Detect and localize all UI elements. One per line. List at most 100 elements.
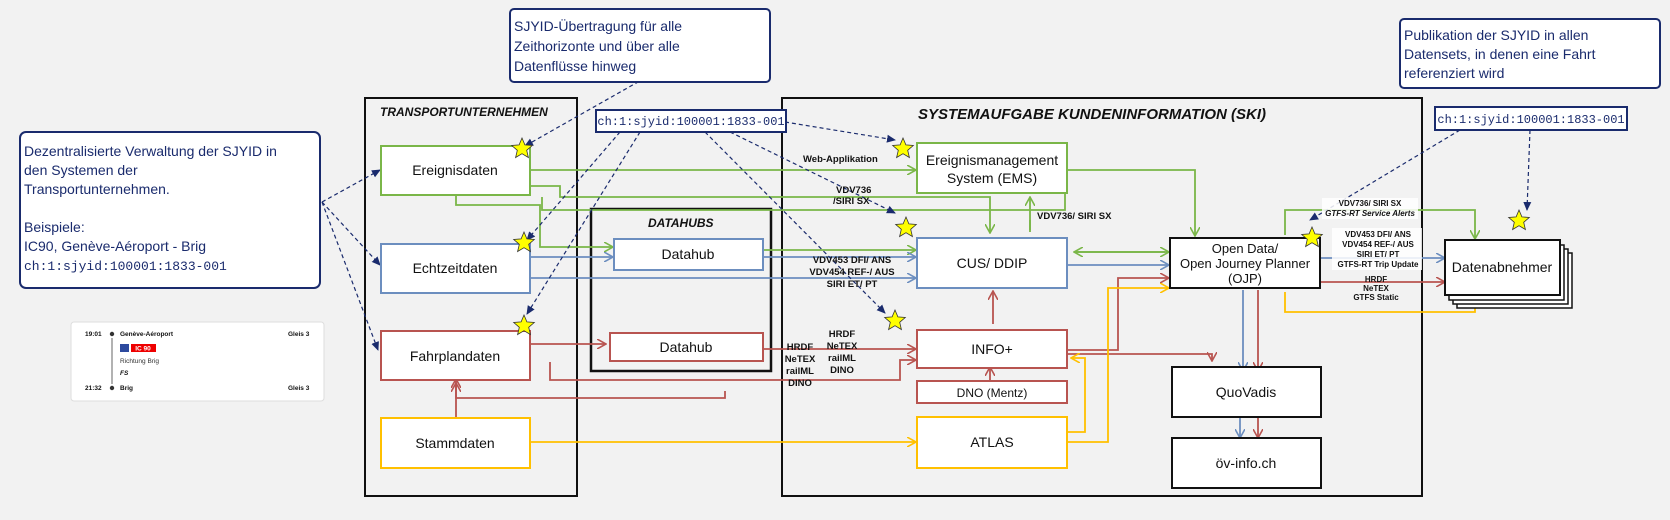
edges-green	[455, 168, 1475, 252]
star-icon	[1507, 208, 1531, 231]
svg-text:SJYID-Übertragung für alle: SJYID-Übertragung für alle	[514, 17, 682, 34]
edge-label-web-app: Web-Applikation	[803, 154, 878, 165]
node-fahrplandaten[interactable]: Fahrplandaten	[380, 330, 531, 381]
star-icon	[883, 308, 907, 331]
edges-dashed	[321, 77, 1532, 351]
svg-text:ch:1:sjyid:100001:1833-001: ch:1:sjyid:100001:1833-001	[1437, 113, 1624, 127]
edge-label-vdv736-a1: VDV736	[836, 185, 871, 196]
datahubs-group	[589, 207, 773, 373]
line-badge	[131, 344, 156, 352]
svg-text:Datensets, in denen eine Fahrt: Datensets, in denen eine Fahrt	[1404, 46, 1596, 62]
node-dno[interactable]: DNO (Mentz)	[916, 380, 1068, 404]
node-echtzeitdaten-label: Echtzeitdaten	[413, 260, 498, 276]
svg-text:HRDF: HRDF	[829, 329, 856, 340]
svg-text:GTFS-RT Service Alerts: GTFS-RT Service Alerts	[1325, 209, 1415, 218]
svg-text:SIRI ET/ PT: SIRI ET/ PT	[1357, 250, 1400, 259]
edge-label-out-sx: VDV736/ SIRI SX GTFS-RT Service Alerts	[1322, 198, 1418, 219]
node-fahrplandaten-label: Fahrplandaten	[410, 348, 500, 364]
node-datenabnehmer[interactable]: Datenabnehmer	[1444, 239, 1573, 309]
node-cus[interactable]: CUS/ DDIP	[916, 237, 1068, 289]
node-quovadis-label: QuoVadis	[1216, 384, 1276, 400]
node-cus-label: CUS/ DDIP	[957, 255, 1028, 271]
card-arr-station: Brig	[120, 385, 133, 392]
node-ojp-line1: Open Data/	[1212, 241, 1279, 256]
svg-text:NeTEX: NeTEX	[1363, 284, 1389, 293]
svg-text:ch:1:sjyid:100001:1833-001: ch:1:sjyid:100001:1833-001	[24, 259, 227, 274]
edges-red	[456, 278, 1444, 437]
svg-text:IC 90: IC 90	[135, 346, 151, 353]
node-info[interactable]: INFO+	[916, 329, 1068, 369]
note-left: Dezentralisierte Verwaltung der SJYID in…	[19, 131, 321, 289]
star-icon	[1300, 225, 1324, 248]
node-datahub-top[interactable]: Datahub	[613, 238, 764, 271]
train-icon	[120, 344, 129, 352]
svg-text:Publikation der SJYID in allen: Publikation der SJYID in allen	[1404, 27, 1588, 43]
card-arr-platform: Gleis 3	[288, 385, 310, 392]
svg-text:VDV736/ SIRI SX: VDV736/ SIRI SX	[1339, 199, 1402, 208]
svg-text:GTFS-RT Trip Update: GTFS-RT Trip Update	[1338, 260, 1419, 269]
node-ems[interactable]: Ereignismanagement System (EMS)	[916, 142, 1068, 194]
node-oev-info[interactable]: öv-info.ch	[1171, 437, 1322, 489]
datahubs-group-title: DATAHUBS	[648, 216, 714, 230]
edge-label-vdv453-3: SIRI ET/ PT	[827, 279, 878, 290]
svg-text:Zeithorizonte und über alle: Zeithorizonte und über alle	[514, 38, 680, 54]
node-quovadis[interactable]: QuoVadis	[1171, 366, 1322, 418]
edge-label-vdv453-2: VDV454 REF-/ AUS	[809, 267, 894, 278]
svg-text:NeTEX: NeTEX	[827, 341, 858, 352]
star-icon	[510, 136, 534, 159]
edge-label-out-static: HRDF NeTEX GTFS Static	[1353, 275, 1399, 302]
edge-label-hrdf-b: HRDF NeTEX railML DINO	[827, 329, 858, 376]
svg-text:DINO: DINO	[788, 378, 812, 389]
star-icon	[512, 313, 536, 336]
star-icon	[512, 230, 536, 253]
svg-text:NeTEX: NeTEX	[785, 354, 816, 365]
note-top: SJYID-Übertragung für alle Zeithorizonte…	[509, 8, 771, 83]
timetable-card: 19:01 Genève-Aéroport Gleis 3 IC 90 Rich…	[70, 321, 325, 402]
card-dep-station: Genève-Aéroport	[120, 331, 174, 338]
svg-text:Transportunternehmen.: Transportunternehmen.	[24, 181, 170, 197]
node-echtzeitdaten[interactable]: Echtzeitdaten	[380, 243, 531, 294]
svg-text:Dezentralisierte Verwaltung de: Dezentralisierte Verwaltung der SJYID in	[24, 143, 277, 159]
note-right: Publikation der SJYID in allen Datensets…	[1399, 18, 1661, 89]
ski-group	[781, 97, 1423, 497]
sjyid-badge-center: ch:1:sjyid:100001:1833-001	[595, 109, 787, 133]
node-stammdaten[interactable]: Stammdaten	[380, 417, 531, 469]
svg-text:GTFS Static: GTFS Static	[1353, 293, 1399, 302]
svg-text:den Systemen der: den Systemen der	[24, 162, 138, 178]
node-oev-info-label: öv-info.ch	[1216, 455, 1277, 471]
sjyid-badge-right: ch:1:sjyid:100001:1833-001	[1434, 106, 1628, 131]
node-ojp-line2: Open Journey Planner	[1180, 256, 1311, 271]
card-dep-time: 19:01	[85, 331, 102, 338]
edge-label-vdv736-a2: /SIRI SX	[833, 196, 870, 207]
node-ojp[interactable]: Open Data/ Open Journey Planner (OJP)	[1169, 237, 1321, 289]
edge-label-out-rt: VDV453 DFI/ ANS VDV454 REF-/ AUS SIRI ET…	[1332, 228, 1422, 270]
node-dno-label: DNO (Mentz)	[957, 386, 1028, 400]
svg-text:HRDF: HRDF	[1365, 275, 1387, 284]
svg-text:Datenflüsse hinweg: Datenflüsse hinweg	[514, 58, 636, 74]
transport-group-title: TRANSPORTUNTERNEHMEN	[380, 105, 548, 119]
edge-label-hrdf-a: HRDF NeTEX railML DINO	[785, 342, 816, 389]
node-datahub-bottom[interactable]: Datahub	[609, 332, 764, 362]
node-atlas[interactable]: ATLAS	[916, 416, 1068, 469]
svg-text:VDV453 DFI/ ANS: VDV453 DFI/ ANS	[1345, 230, 1412, 239]
svg-text:IC90, Genève-Aéroport - Brig: IC90, Genève-Aéroport - Brig	[24, 238, 206, 254]
node-ereignisdaten-label: Ereignisdaten	[412, 162, 498, 178]
card-operator: FS	[120, 370, 129, 377]
svg-text:referenziert wird: referenziert wird	[1404, 65, 1504, 81]
svg-text:HRDF: HRDF	[787, 342, 814, 353]
star-icon	[894, 215, 918, 238]
card-arr-time: 21:32	[85, 385, 102, 392]
card-dep-platform: Gleis 3	[288, 331, 310, 338]
star-icon	[891, 136, 915, 159]
svg-text:railML: railML	[828, 353, 856, 364]
node-ems-line2: System (EMS)	[947, 170, 1037, 186]
svg-text:VDV454 REF-/ AUS: VDV454 REF-/ AUS	[1342, 240, 1414, 249]
node-stammdaten-label: Stammdaten	[415, 435, 494, 451]
ski-group-title: SYSTEMAUFGABE KUNDENINFORMATION (SKI)	[918, 106, 1266, 123]
star-markers	[510, 136, 1531, 336]
node-datahub-top-label: Datahub	[662, 246, 715, 262]
edge-label-vdv736-b: VDV736/ SIRI SX	[1037, 211, 1112, 222]
node-ereignisdaten[interactable]: Ereignisdaten	[380, 145, 531, 196]
node-ojp-line3: (OJP)	[1228, 271, 1262, 286]
node-datahub-bottom-label: Datahub	[660, 339, 713, 355]
